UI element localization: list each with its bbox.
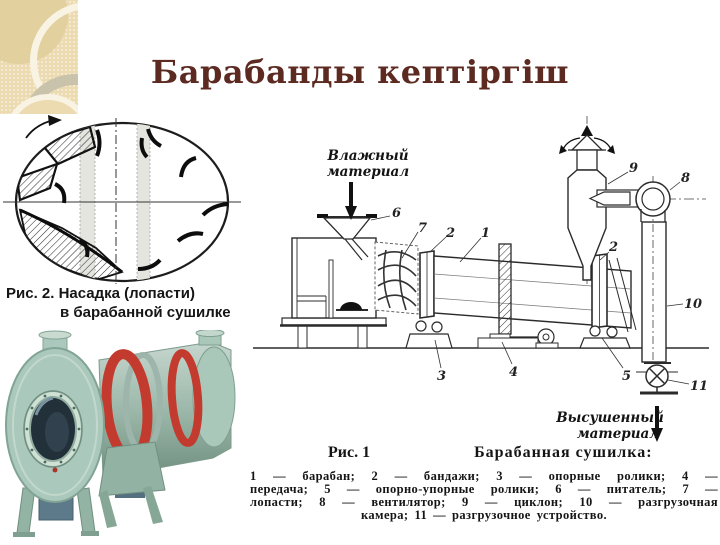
photo-red-emblem xyxy=(52,467,58,473)
drum xyxy=(433,255,637,333)
wet-material-label: Влажный материал xyxy=(326,148,409,220)
fig2-diagram xyxy=(0,114,245,286)
fig1-svg: Влажный материал Высушенный материал xyxy=(253,116,709,442)
callout-3: 3 xyxy=(437,369,446,384)
furnace-fire xyxy=(340,302,362,310)
drum-dryer-photo xyxy=(3,329,238,540)
callout-5: 5 xyxy=(622,369,631,384)
fig1-parts-list: 1 — барабан; 2 — бандажи; 3 — опорные ро… xyxy=(250,470,718,522)
slide-title: Барабанды кептіргіш xyxy=(150,53,570,91)
callout-7: 7 xyxy=(418,221,427,236)
callout-10: 10 xyxy=(684,297,702,312)
fig1-caption: Рис. 1 Барабанная сушилка: 1 — барабан; … xyxy=(250,444,718,522)
photo-opening-highlight xyxy=(34,396,54,416)
callout-numbers: 6 7 2 1 2 3 4 5 9 8 10 11 xyxy=(392,161,708,394)
photo-foot xyxy=(13,532,35,537)
callout-4: 4 xyxy=(509,365,518,380)
callout-1: 1 xyxy=(481,226,490,241)
photo-saddle-support xyxy=(98,441,166,497)
callout-2: 2 xyxy=(445,226,455,241)
fig1-title: Барабанная сушилка: xyxy=(474,444,653,461)
parts-line: 1 — барабан; 2 — бандажи; 3 — опорные ро… xyxy=(250,469,718,483)
photo-top-stub-flange xyxy=(38,330,72,340)
support-rollers-right xyxy=(579,325,631,349)
photo-housing-rim xyxy=(12,354,98,496)
rotation-arrowhead-icon xyxy=(48,115,62,126)
photo-foot xyxy=(81,531,99,536)
hatched-blade-material xyxy=(16,162,59,202)
parts-line: передача; 5 — опорно-упорные ролики; 6 —… xyxy=(250,482,718,496)
fig2-svg xyxy=(3,115,241,284)
dried-material-line1: Высушенный xyxy=(555,410,664,426)
fig2-caption-line2: в барабанной сушилке xyxy=(60,304,231,321)
photo-saddle-leg xyxy=(99,490,117,528)
photo-svg xyxy=(5,329,236,537)
fan xyxy=(588,176,706,360)
furnace xyxy=(280,237,387,349)
parts-line: камера; 11 — разгрузочное устройство. xyxy=(360,508,607,522)
feeder-funnel xyxy=(317,214,377,261)
callout-6: 6 xyxy=(392,206,401,221)
callout-9: 9 xyxy=(629,161,638,176)
gear-drive xyxy=(477,243,559,349)
photo-front-leg xyxy=(76,487,96,534)
photo-saddle-leg xyxy=(143,486,163,524)
callout-2b: 2 xyxy=(608,240,618,255)
dried-material-line2: материал xyxy=(577,426,659,442)
support-rollers-left xyxy=(405,320,453,349)
discharge-chamber xyxy=(636,221,678,395)
wet-material-line2: материал xyxy=(327,164,409,180)
callout-11: 11 xyxy=(690,379,708,394)
photo-red-ring-rear xyxy=(167,349,203,447)
fig2-caption: Рис. 2. Насадка (лопасти) в барабанной с… xyxy=(0,284,242,322)
fig1-drawing: Влажный материал Высушенный материал xyxy=(250,110,720,460)
blades-section xyxy=(374,241,419,315)
photo-opening-inner xyxy=(45,412,69,452)
blade-hooks xyxy=(54,128,229,271)
callout-8: 8 xyxy=(681,171,690,186)
photo-rear-cap xyxy=(192,346,236,448)
wet-material-line1: Влажный xyxy=(326,148,408,164)
photo-rear-stub-flange xyxy=(195,329,225,337)
leader-lines xyxy=(370,171,690,385)
corner-texture-decoration xyxy=(0,0,78,114)
fig2-caption-line1: Рис. 2. Насадка (лопасти) xyxy=(6,285,195,302)
fig1-caption-head: Рис. 1 Барабанная сушилка: xyxy=(250,444,718,462)
photo-bolt-dots xyxy=(25,394,81,464)
hatched-blade-material xyxy=(38,125,97,166)
dried-material-label: Высушенный материал xyxy=(555,406,664,442)
parts-line: лопасти; 8 — вентилятор; 9 — циклон; 10 … xyxy=(250,495,718,509)
fig1-number: Рис. 1 xyxy=(328,444,371,461)
